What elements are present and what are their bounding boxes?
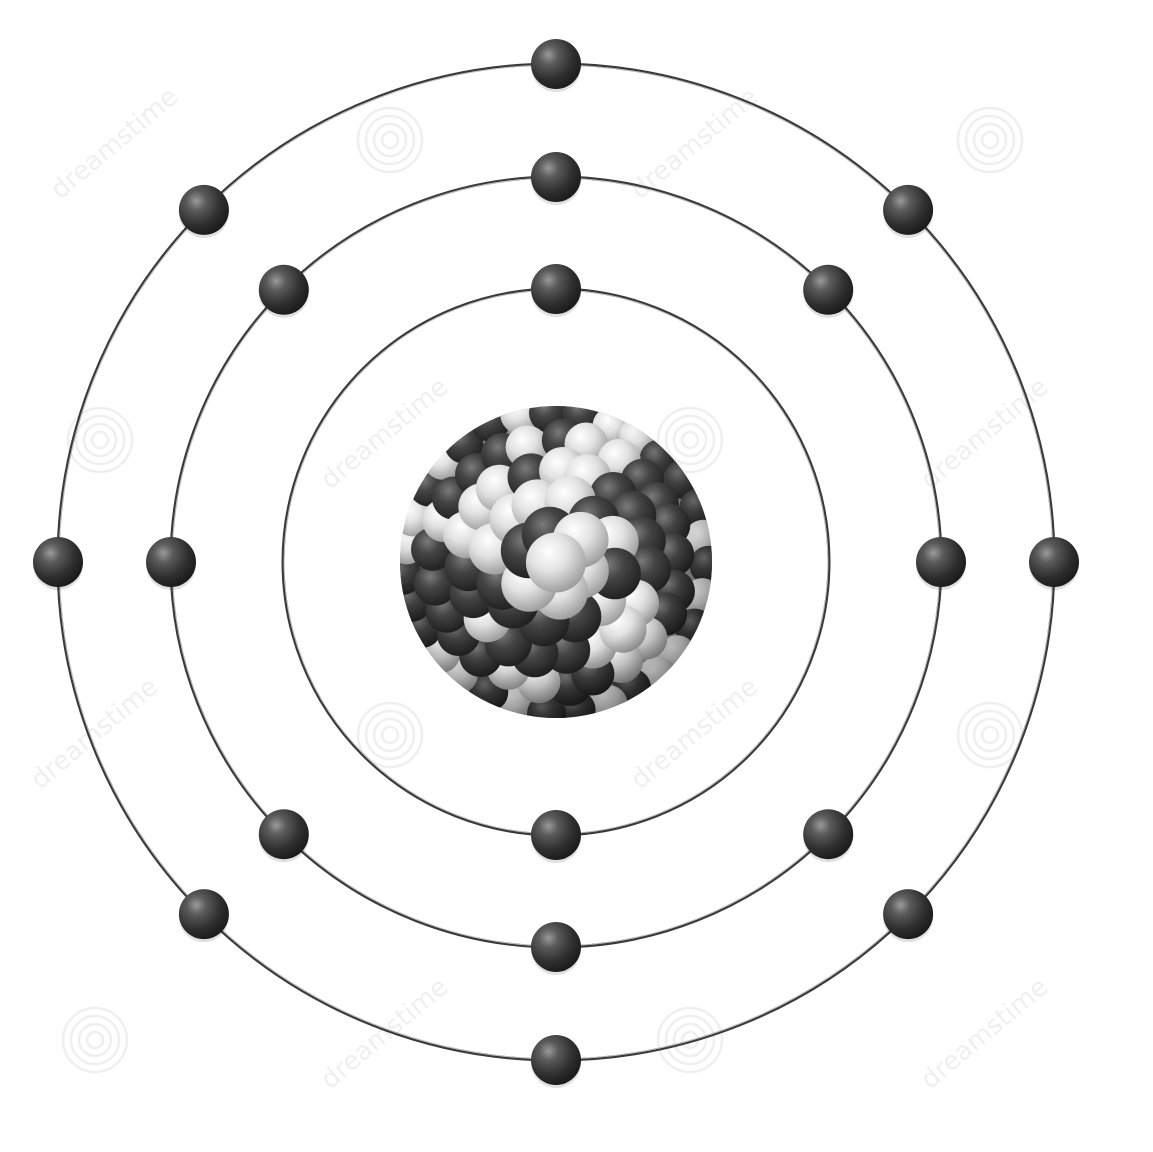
watermark-text: dreamstime	[625, 672, 764, 795]
watermark-logo	[956, 701, 1024, 769]
electron-shell-2	[146, 537, 196, 587]
electron-shell-2	[803, 264, 854, 315]
electron-shell-2	[531, 922, 581, 972]
electron-shell-3	[178, 184, 229, 235]
watermark-logo	[356, 106, 424, 174]
watermark-logo	[656, 406, 724, 474]
watermark-text: dreamstime	[315, 972, 454, 1095]
electrons	[33, 39, 1079, 1088]
electron-shell-3	[883, 889, 934, 940]
watermark-text: dreamstime	[25, 672, 164, 795]
electron-shell-1	[531, 264, 581, 314]
electron-shell-2	[258, 809, 309, 860]
electron-shell-3	[178, 889, 229, 940]
electron-shell-3	[531, 1035, 581, 1085]
watermark-logo	[356, 701, 424, 769]
watermark-text: dreamstime	[45, 82, 184, 205]
electron-shell-3	[33, 537, 83, 587]
electron-shell-3	[1029, 537, 1079, 587]
electron-shell-3	[883, 184, 934, 235]
electron-shell-1	[531, 810, 581, 860]
watermark-logo	[656, 1006, 724, 1074]
electron-shell-2	[916, 537, 966, 587]
watermark-logo	[956, 106, 1024, 174]
electron-shell-2	[803, 809, 854, 860]
watermark-logo	[61, 1006, 129, 1074]
watermark-logo	[66, 406, 134, 474]
nucleus-shading	[400, 406, 712, 718]
electron-shell-2	[531, 152, 581, 202]
watermark-text: dreamstime	[915, 372, 1054, 495]
electron-shell-2	[258, 264, 309, 315]
electron-shell-3	[531, 39, 581, 89]
watermark-text: dreamstime	[915, 972, 1054, 1095]
nucleus	[400, 406, 712, 718]
